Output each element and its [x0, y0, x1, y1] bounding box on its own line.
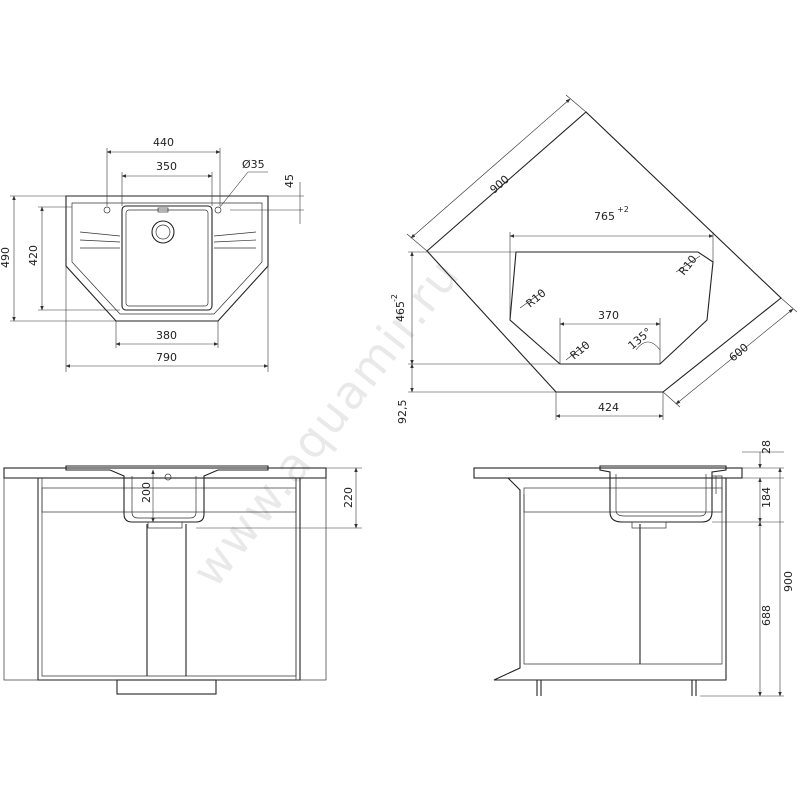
drain-side	[631, 521, 667, 529]
drain-icon	[151, 220, 175, 244]
groove-lines-right	[213, 231, 257, 249]
tap-pipe	[712, 475, 723, 500]
dim-490: 490	[0, 247, 12, 268]
overflow-front-icon	[164, 473, 172, 481]
dim-688: 688	[760, 605, 773, 626]
cabinet-side-inner	[523, 478, 723, 665]
dim-diameter-35: Ø35	[242, 158, 265, 171]
sink-rim	[71, 202, 263, 315]
groove-lines-left	[79, 231, 121, 249]
cabinet-side-rail	[523, 487, 723, 513]
cabinet-side-left	[3, 477, 39, 681]
dim-900-diagonal: 900	[487, 173, 511, 197]
dim-184: 184	[760, 487, 773, 508]
corner-view: 900 765 +2 465 -2 R10 R10 R10 370 135° 6…	[390, 94, 798, 425]
cabinet-side-frame	[493, 477, 727, 681]
sink-bowl-inner	[125, 209, 209, 307]
overflow-slot	[157, 207, 169, 213]
dim-424: 424	[598, 401, 619, 414]
dim-r10-top-right: R10	[676, 253, 700, 278]
tap-hole-right-icon	[214, 206, 222, 214]
dim-465: 465	[394, 301, 407, 322]
side-view: 28 184 688 900	[473, 440, 795, 697]
sink-front-profile	[65, 465, 269, 523]
dim-420: 420	[27, 245, 40, 266]
bowl-side-inner	[615, 474, 707, 517]
dim-900-height: 900	[782, 571, 795, 592]
dim-765-tolerance: +2	[617, 205, 629, 214]
cabinet-rail	[41, 487, 297, 513]
dim-765: 765	[594, 210, 615, 223]
dim-r10-bottom: R10	[568, 338, 593, 362]
dim-790: 790	[156, 351, 177, 364]
drain-inner-icon	[155, 224, 171, 240]
dim-370: 370	[598, 309, 619, 322]
top-view: 440 350 Ø35 45 490 420 380 790	[0, 136, 304, 372]
dim-45: 45	[283, 174, 296, 188]
sink-side-profile	[599, 465, 727, 523]
countertop-side	[473, 467, 743, 479]
dim-440: 440	[153, 136, 174, 149]
dim-r10-left: R10	[524, 286, 549, 310]
front-view: 200 220	[3, 465, 362, 695]
dim-600-diagonal: 600	[727, 341, 751, 364]
plinth	[116, 679, 217, 695]
dim-92-5: 92,5	[396, 400, 409, 425]
dim-465-tolerance: -2	[390, 294, 399, 302]
dim-28: 28	[760, 440, 773, 454]
dim-380: 380	[156, 329, 177, 342]
sink-bowl	[121, 205, 213, 311]
dim-350: 350	[156, 160, 177, 173]
bowl-front-inner	[131, 476, 197, 519]
tap-hole-left-icon	[103, 206, 111, 214]
dim-220: 220	[342, 487, 355, 508]
drain-front	[147, 521, 183, 529]
dim-135-degrees: 135°	[626, 325, 655, 352]
dim-200: 200	[140, 482, 153, 503]
sink-outline	[65, 195, 269, 322]
cabinet-side-right	[295, 477, 327, 681]
